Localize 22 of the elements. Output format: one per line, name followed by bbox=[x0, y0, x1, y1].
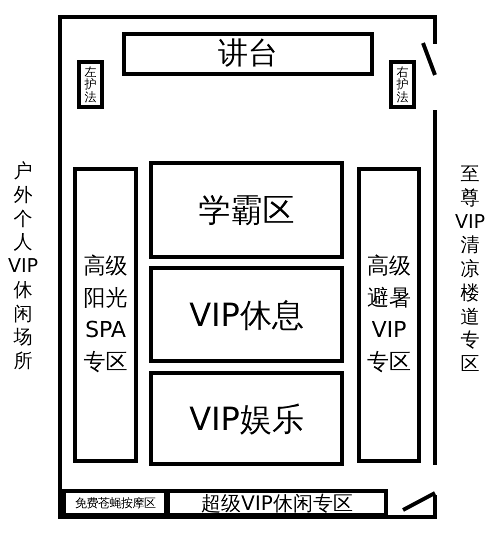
vertical-label: 至尊VIP清凉楼道专区 bbox=[455, 163, 486, 377]
zone-label: 免费苍蝇按摩区 bbox=[74, 497, 156, 509]
zone-label: VIP休息 bbox=[189, 298, 304, 330]
zone-box bbox=[62, 489, 168, 517]
zone-label: 超级VIP休闲专区 bbox=[201, 493, 353, 513]
seat-box bbox=[389, 60, 416, 109]
zone-box bbox=[149, 161, 344, 259]
seat-box bbox=[77, 60, 104, 109]
zone-box bbox=[149, 266, 344, 363]
zone-label: 左护法 bbox=[84, 66, 96, 104]
zone-box bbox=[73, 167, 138, 463]
podium-box bbox=[122, 32, 374, 76]
zone-label: VIP娱乐 bbox=[189, 402, 304, 434]
zone-label: 高级避暑VIP专区 bbox=[366, 253, 412, 377]
zone-label: 高级阳光SPA专区 bbox=[82, 253, 128, 377]
zone-label: 右护法 bbox=[396, 66, 408, 104]
zone-label: 讲台 bbox=[218, 39, 278, 69]
zone-box bbox=[357, 167, 421, 463]
vertical-label: 户外个人VIP休闲场所 bbox=[8, 160, 38, 374]
zone-box bbox=[149, 371, 344, 466]
zone-box bbox=[166, 489, 388, 517]
zone-label: 学霸区 bbox=[198, 194, 294, 226]
